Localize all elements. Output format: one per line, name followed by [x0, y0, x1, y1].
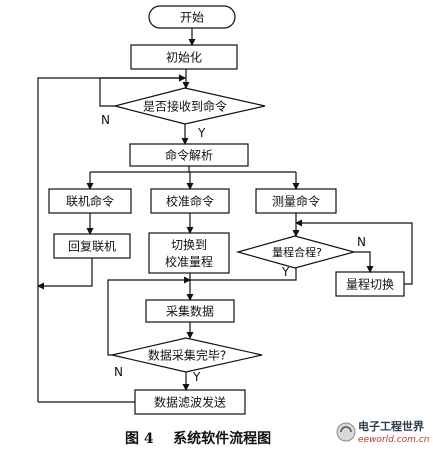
range-decision-label: 量程合程? — [272, 245, 322, 259]
edge-range-yes — [190, 268, 297, 281]
filter-send-label: 数据滤波发送 — [154, 395, 226, 410]
receive-decision-label: 是否接收到命令 — [143, 99, 227, 114]
edge-range-no — [354, 251, 374, 273]
range-decision: 量程合程? — [235, 235, 357, 269]
parse-label: 命令解析 — [165, 148, 213, 163]
measure-cmd-label: 测量命令 — [272, 194, 320, 209]
calib-cmd-box: 校准命令 — [150, 188, 230, 214]
connectors — [37, 28, 413, 403]
watermark-brand: 电子工程世界 — [358, 419, 424, 433]
collect-yes-label: Y — [192, 370, 201, 384]
parse-box: 命令解析 — [129, 143, 249, 167]
range-yes-label: Y — [281, 265, 290, 279]
calib-cmd-label: 校准命令 — [166, 194, 214, 209]
receive-yes-label: Y — [197, 126, 206, 140]
edge-done-no — [107, 276, 191, 356]
receive-decision: 是否接收到命令 — [114, 87, 266, 125]
range-switch-label: 量程切换 — [346, 277, 394, 292]
watermark-site: eeworld.com.cn — [358, 435, 430, 445]
start-label: 开始 — [180, 11, 204, 25]
collect-done-decision: 数据采集完毕? — [111, 337, 263, 373]
collect-done-label: 数据采集完毕? — [148, 348, 226, 363]
watermark: 电子工程世界 eeworld.com.cn — [336, 419, 430, 445]
receive-no-label: N — [101, 113, 110, 127]
edge-main-return — [37, 74, 186, 402]
collect-label: 采集数据 — [166, 304, 214, 319]
watermark-logo-icon — [336, 422, 356, 442]
reply-online-label: 回复联机 — [68, 240, 116, 254]
collect-no-label: N — [114, 365, 123, 379]
online-cmd-label: 联机命令 — [66, 194, 114, 209]
switch-calib-label-line1: 切换到 — [171, 238, 207, 252]
filter-send-box: 数据滤波发送 — [134, 389, 246, 415]
switch-calib-label-line2: 校准量程 — [165, 254, 213, 269]
init-box: 初始化 — [130, 44, 238, 70]
edge-reply-return — [37, 258, 93, 290]
figure-caption: 图 4 系统软件流程图 — [125, 430, 271, 447]
measure-cmd-box: 测量命令 — [255, 188, 337, 214]
edge-rangeswitch-loop — [295, 219, 413, 285]
collect-box: 采集数据 — [145, 299, 235, 323]
range-no-label: N — [357, 235, 366, 249]
start-node: 开始 — [148, 5, 236, 29]
switch-calib-box: 切换到 校准量程 — [148, 232, 230, 274]
init-label: 初始化 — [166, 51, 202, 65]
reply-online-box: 回复联机 — [53, 233, 131, 259]
range-switch-box: 量程切换 — [335, 271, 405, 297]
online-cmd-box: 联机命令 — [48, 188, 132, 214]
